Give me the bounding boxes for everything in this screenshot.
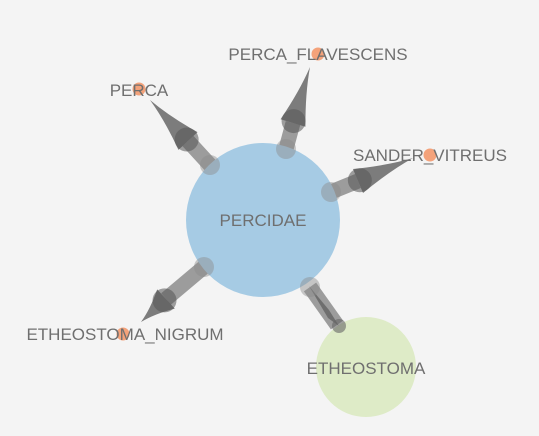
- label-etheostoma-nigrum: ETHEOSTOMA_NIGRUM: [26, 325, 223, 344]
- arrowhead-cap-etheostoma: [332, 319, 346, 333]
- arrowhead-base-sander-vitreus: [347, 168, 372, 193]
- node-perca[interactable]: [132, 82, 146, 96]
- node-percidae[interactable]: [186, 143, 340, 297]
- label-perca-flavescens: PERCA_FLAVESCENS: [228, 45, 407, 64]
- edge-layer: [141, 67, 413, 330]
- edge-endpoint-perca: [200, 155, 220, 175]
- arrowhead-base-perca: [174, 127, 199, 152]
- node-etheostoma-nigrum[interactable]: [116, 327, 130, 341]
- label-sander-vitreus: SANDER_VITREUS: [353, 146, 507, 165]
- edge-endpoint-etheostoma: [300, 277, 320, 297]
- edge-endpoint-perca-flavescens: [276, 139, 296, 159]
- node-etheostoma[interactable]: [316, 317, 416, 417]
- edge-endpoint-etheostoma-nigrum: [194, 257, 214, 277]
- arrowhead-etheostoma: [309, 286, 339, 326]
- arrowhead-base-etheostoma-nigrum: [152, 288, 177, 313]
- node-sander-vitreus[interactable]: [423, 148, 437, 162]
- label-percidae: PERCIDAE: [220, 211, 307, 230]
- arrowhead-base-perca-flavescens: [281, 109, 306, 134]
- label-etheostoma: ETHEOSTOMA: [307, 359, 426, 378]
- edge-endpoint-sander-vitreus: [321, 182, 341, 202]
- edge-endpoint-layer: [152, 109, 372, 333]
- node-perca-flavescens[interactable]: [311, 47, 325, 61]
- label-perca: PERCA: [110, 81, 169, 100]
